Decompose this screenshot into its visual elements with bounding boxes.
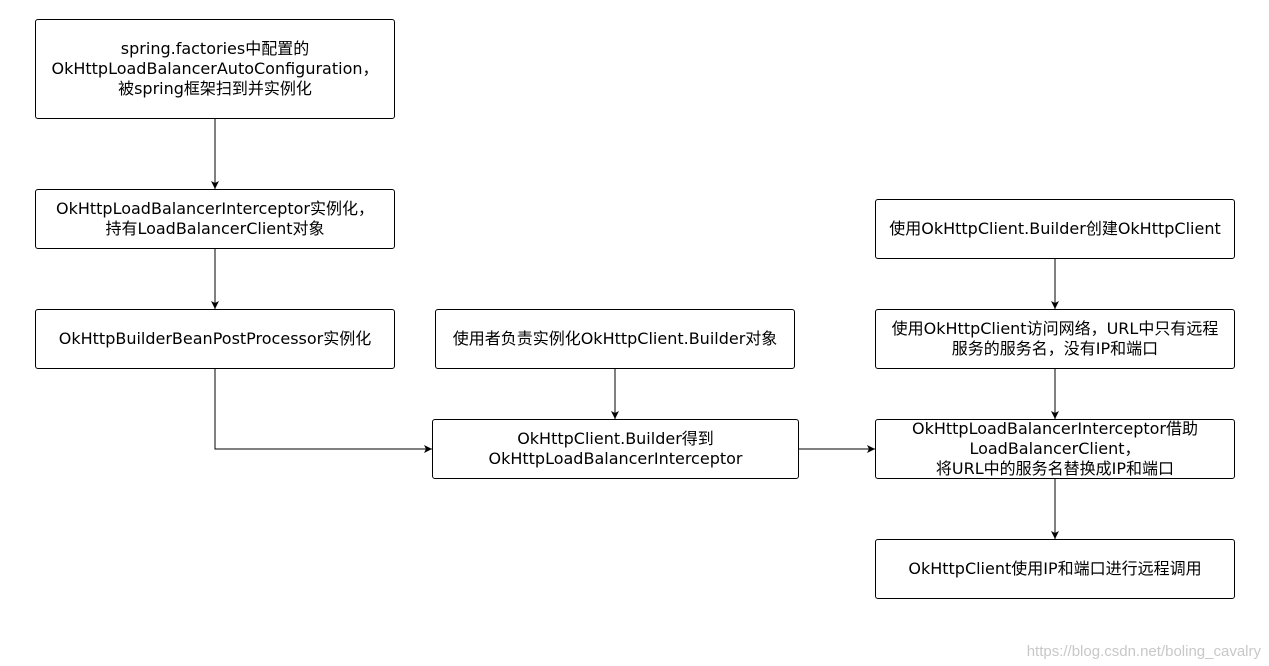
node-line: OkHttpLoadBalancerInterceptor借助 (911, 419, 1198, 438)
node-line: OkHttpLoadBalancerInterceptor实例化， (55, 199, 374, 218)
node-replace-service-name: OkHttpLoadBalancerInterceptor借助 LoadBala… (875, 419, 1235, 479)
node-text: OkHttpClient.Builder得到 OkHttpLoadBalance… (488, 429, 742, 469)
node-line: OkHttpClient使用IP和端口进行远程调用 (908, 559, 1202, 578)
node-line: OkHttpLoadBalancerAutoConfiguration， (51, 59, 379, 78)
node-line: LoadBalancerClient， (969, 439, 1141, 458)
node-line: OkHttpBuilderBeanPostProcessor实例化 (58, 329, 372, 348)
watermark: https://blog.csdn.net/boling_cavalry (1026, 643, 1261, 660)
node-line: 使用者负责实例化OkHttpClient.Builder对象 (452, 329, 778, 348)
connector-n3-n5 (214, 369, 432, 453)
node-line: 被spring框架扫到并实例化 (118, 79, 312, 98)
node-user-builder: 使用者负责实例化OkHttpClient.Builder对象 (435, 309, 795, 369)
node-line: spring.factories中配置的 (120, 39, 310, 58)
node-text: 使用者负责实例化OkHttpClient.Builder对象 (453, 329, 778, 349)
node-text: OkHttpBuilderBeanPostProcessor实例化 (59, 329, 372, 349)
node-text: spring.factories中配置的 OkHttpLoadBalancerA… (51, 39, 378, 99)
node-bean-post-processor: OkHttpBuilderBeanPostProcessor实例化 (35, 309, 395, 369)
node-text: OkHttpLoadBalancerInterceptor实例化， 持有Load… (56, 199, 374, 239)
node-access-network: 使用OkHttpClient访问网络，URL中只有远程 服务的服务名，没有IP和… (875, 309, 1235, 369)
node-remote-call: OkHttpClient使用IP和端口进行远程调用 (875, 539, 1235, 599)
node-text: OkHttpLoadBalancerInterceptor借助 LoadBala… (912, 419, 1198, 479)
node-text: 使用OkHttpClient访问网络，URL中只有远程 服务的服务名，没有IP和… (892, 319, 1219, 359)
node-text: OkHttpClient使用IP和端口进行远程调用 (908, 559, 1201, 579)
node-line: OkHttpLoadBalancerInterceptor (488, 449, 743, 468)
node-line: 持有LoadBalancerClient对象 (105, 219, 325, 238)
node-auto-configuration: spring.factories中配置的 OkHttpLoadBalancerA… (35, 19, 395, 119)
node-line: 将URL中的服务名替换成IP和端口 (935, 459, 1175, 478)
node-create-client: 使用OkHttpClient.Builder创建OkHttpClient (875, 199, 1235, 259)
node-builder-gets-interceptor: OkHttpClient.Builder得到 OkHttpLoadBalance… (432, 419, 799, 479)
node-line: OkHttpClient.Builder得到 (517, 429, 714, 448)
node-interceptor-instantiated: OkHttpLoadBalancerInterceptor实例化， 持有Load… (35, 189, 395, 249)
node-line: 使用OkHttpClient访问网络，URL中只有远程 (891, 319, 1219, 338)
node-text: 使用OkHttpClient.Builder创建OkHttpClient (889, 219, 1221, 239)
node-line: 使用OkHttpClient.Builder创建OkHttpClient (889, 219, 1221, 238)
node-line: 服务的服务名，没有IP和端口 (951, 339, 1159, 358)
